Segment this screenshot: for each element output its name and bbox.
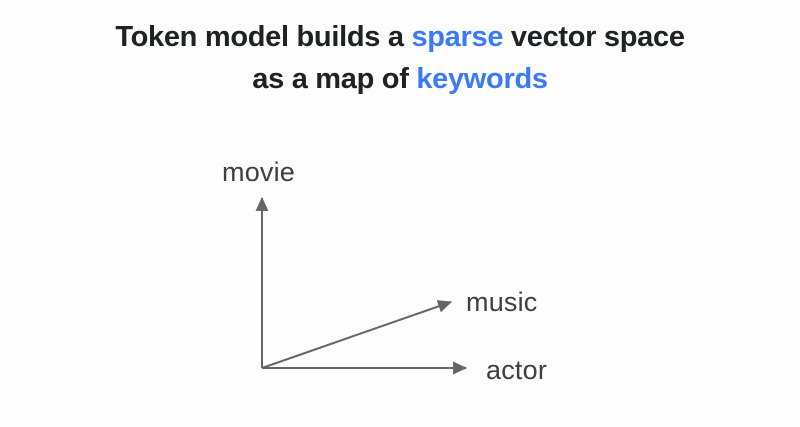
title-text: as a map of <box>252 63 417 95</box>
axis-label-actor: actor <box>486 355 548 385</box>
axis-label-music: music <box>466 287 538 317</box>
title-highlight-sparse: sparse <box>411 21 504 53</box>
title-line-2: as a map of keywords <box>252 63 548 95</box>
page-title: Token model builds a sparse vector space… <box>0 16 800 100</box>
title-text: Token model builds a <box>115 21 412 53</box>
title-line-1: Token model builds a sparse vector space <box>115 21 685 53</box>
title-highlight-keywords: keywords <box>416 63 548 95</box>
title-text: vector space <box>503 21 685 53</box>
vector-arrow-music <box>261 300 452 369</box>
axis-label-movie: movie <box>222 157 296 187</box>
